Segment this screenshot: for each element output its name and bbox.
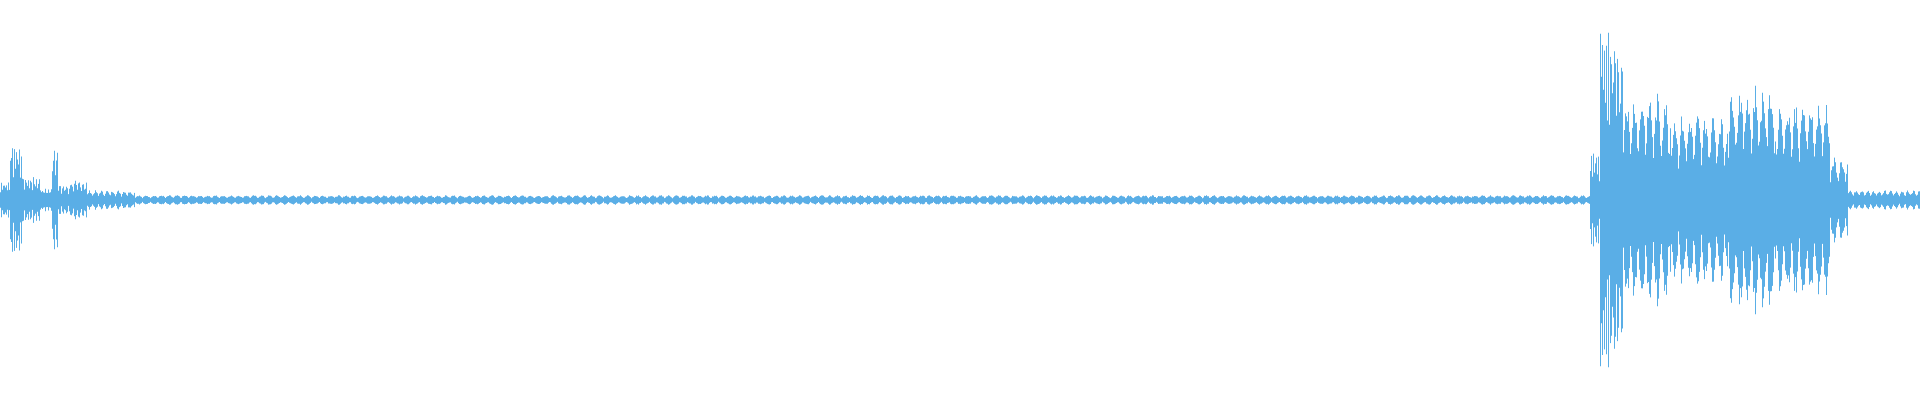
- waveform-plot: [0, 32, 1920, 368]
